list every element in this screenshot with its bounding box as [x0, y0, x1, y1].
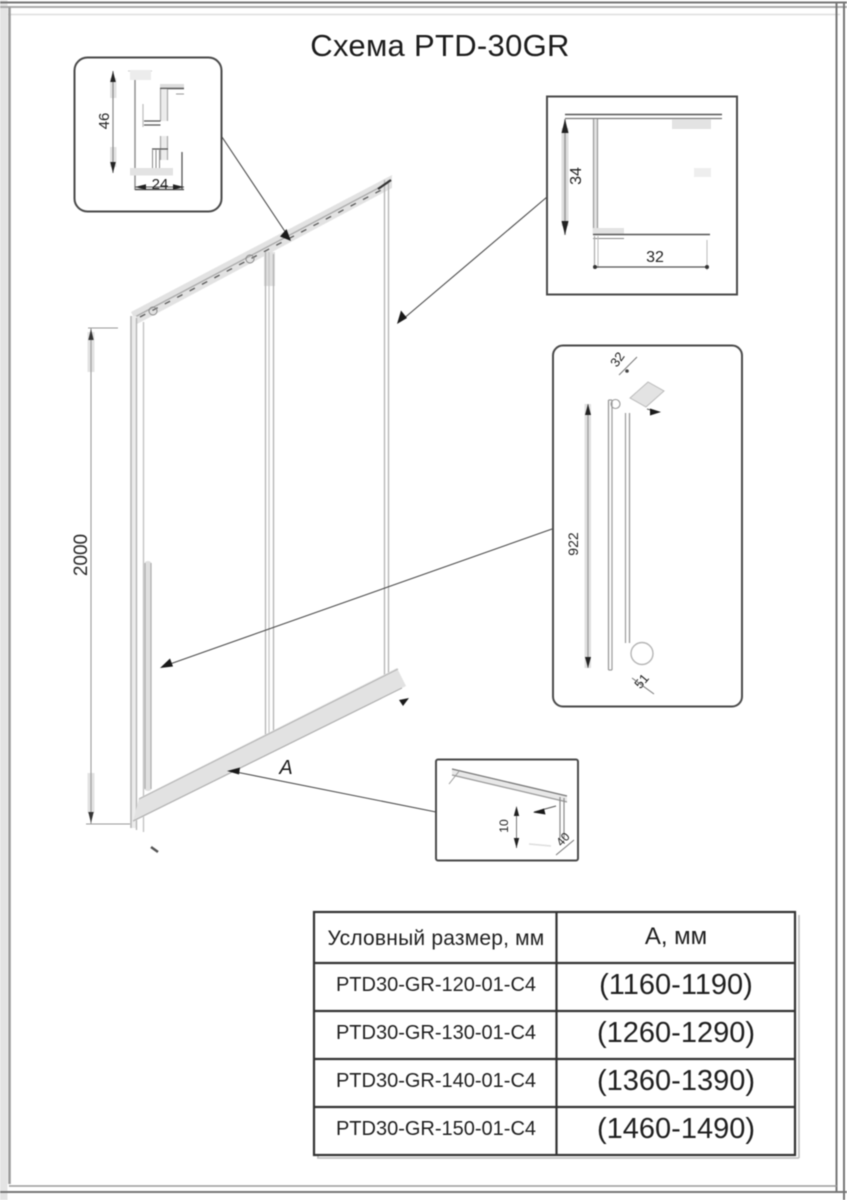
svg-text:32: 32	[607, 349, 628, 369]
svg-text:46: 46	[96, 113, 113, 130]
svg-text:24: 24	[152, 176, 169, 193]
svg-text:PTD30-GR-150-01-C4: PTD30-GR-150-01-C4	[336, 1118, 536, 1140]
svg-text:Условный размер, мм: Условный размер, мм	[328, 927, 545, 950]
svg-text:PTD30-GR-120-01-C4: PTD30-GR-120-01-C4	[336, 974, 536, 996]
svg-text:10: 10	[497, 819, 511, 833]
svg-text:А: А	[278, 757, 292, 779]
svg-text:922: 922	[565, 532, 581, 556]
svg-text:Схема PTD-30GR: Схема PTD-30GR	[310, 28, 569, 63]
svg-text:(1260-1290): (1260-1290)	[597, 1017, 755, 1049]
svg-text:34: 34	[568, 167, 585, 185]
svg-text:2000: 2000	[71, 534, 92, 576]
svg-text:32: 32	[646, 249, 664, 266]
svg-text:(1460-1490): (1460-1490)	[597, 1113, 755, 1145]
svg-text:А, мм: А, мм	[645, 923, 707, 950]
svg-text:PTD30-GR-140-01-C4: PTD30-GR-140-01-C4	[336, 1070, 536, 1092]
svg-text:(1360-1390): (1360-1390)	[597, 1065, 755, 1097]
svg-text:(1160-1190): (1160-1190)	[599, 969, 753, 1001]
svg-text:PTD30-GR-130-01-C4: PTD30-GR-130-01-C4	[336, 1022, 536, 1044]
